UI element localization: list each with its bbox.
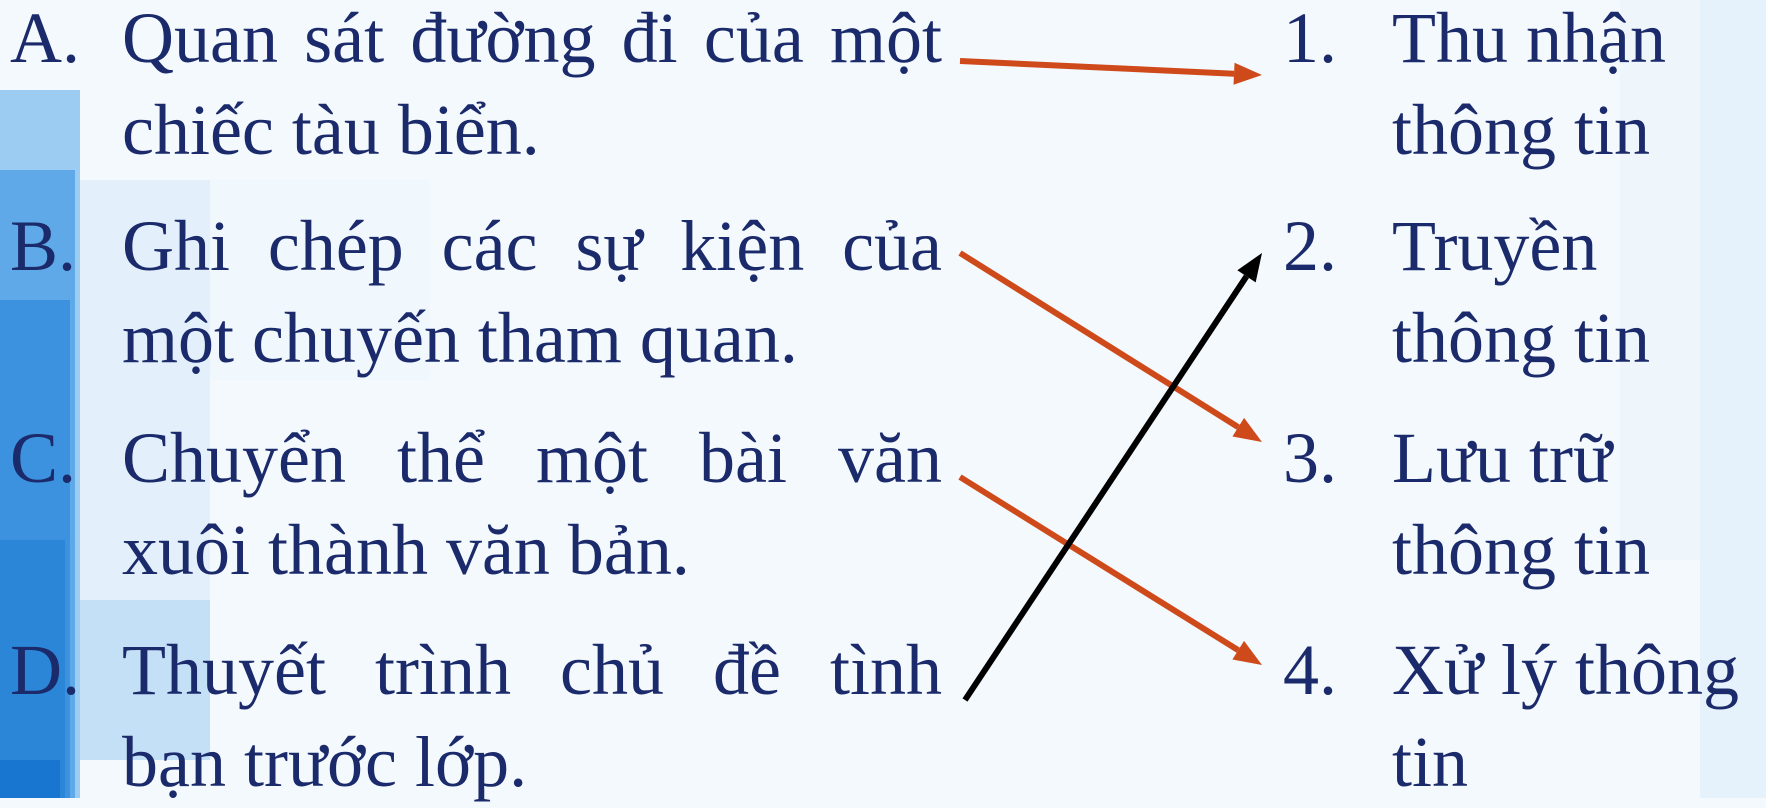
item-b-line2: một chuyến tham quan.: [122, 298, 798, 378]
item-3-line1: Lưu trữ: [1392, 418, 1613, 498]
label-a: A.: [10, 0, 80, 78]
label-3: 3.: [1283, 418, 1337, 498]
item-c-line2: xuôi thành văn bản.: [122, 510, 690, 590]
item-d-line2: bạn trước lớp.: [122, 722, 528, 802]
label-2: 2.: [1283, 206, 1337, 286]
label-c: C.: [10, 418, 77, 498]
item-a-line2: chiếc tàu biển.: [122, 90, 540, 170]
label-d: D.: [10, 630, 80, 710]
item-4-line2: tin: [1392, 722, 1469, 802]
item-4-line1: Xử lý thông: [1392, 630, 1740, 710]
item-3-line2: thông tin: [1392, 510, 1651, 590]
item-a-line1: Quan sát đường đi của một: [122, 0, 942, 78]
label-4: 4.: [1283, 630, 1337, 710]
item-2-line2: thông tin: [1392, 298, 1651, 378]
item-b-line1: Ghi chép các sự kiện của: [122, 206, 942, 286]
item-1-line2: thông tin: [1392, 90, 1651, 170]
item-1-line1: Thu nhận: [1392, 0, 1666, 78]
item-d-line1: Thuyết trình chủ đề tình: [122, 630, 942, 710]
item-c-line1: Chuyển thể một bài văn: [122, 418, 942, 498]
label-1: 1.: [1283, 0, 1337, 78]
label-b: B.: [10, 206, 77, 286]
item-2-line1: Truyền: [1392, 206, 1598, 286]
